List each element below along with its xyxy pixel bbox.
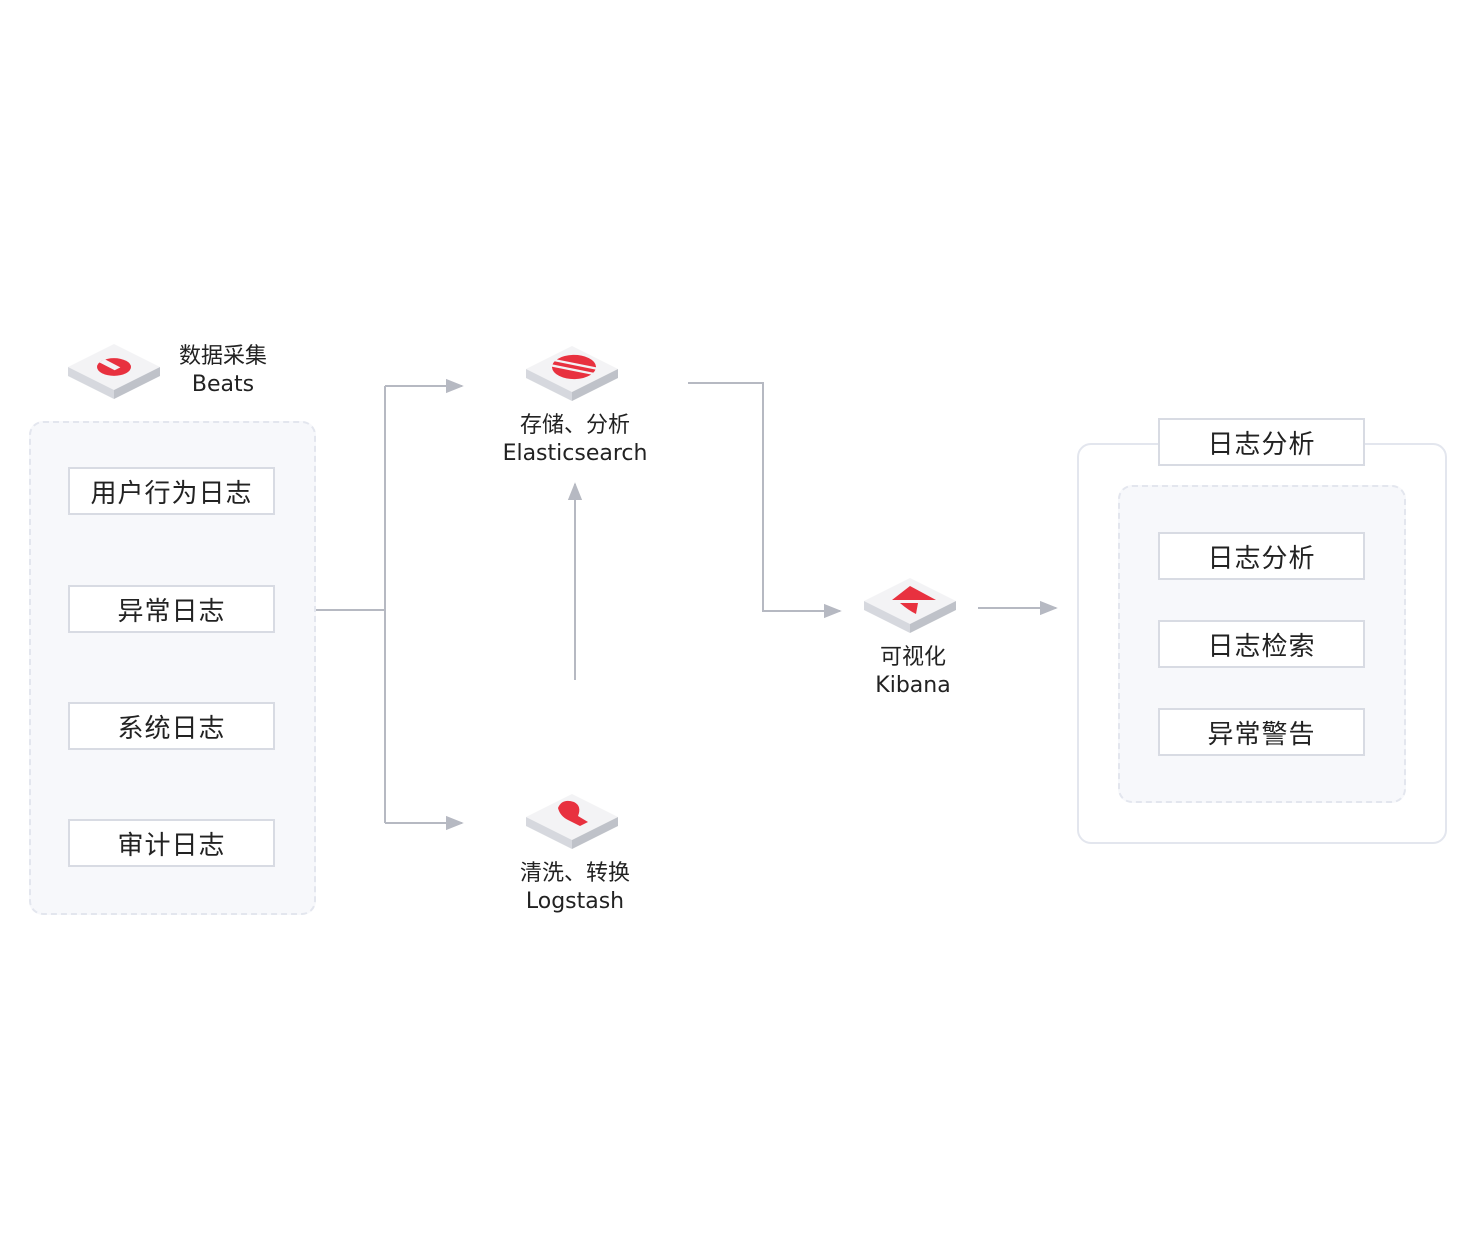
elasticsearch-title: 存储、分析 — [519, 413, 630, 438]
logstash-label: 清洗、转换 Logstash — [475, 860, 675, 916]
kibana-label: 可视化 Kibana — [843, 644, 983, 700]
beats-product: Beats — [191, 372, 255, 397]
elasticsearch-product: Elasticsearch — [502, 441, 648, 466]
output-log-search: 日志检索 — [1158, 620, 1365, 668]
logstash-title: 清洗、转换 — [519, 861, 630, 886]
log-analysis-panel-title: 日志分析 — [1158, 418, 1365, 466]
kibana-logo-icon — [864, 578, 956, 633]
kibana-product: Kibana — [875, 673, 951, 698]
arrow-elasticsearch-to-kibana — [688, 382, 842, 619]
logstash-logo-icon — [526, 794, 618, 849]
source-exception-log: 异常日志 — [68, 585, 275, 633]
kibana-node — [860, 574, 960, 636]
beats-logo-icon — [68, 344, 160, 399]
elasticsearch-label: 存储、分析 Elasticsearch — [475, 412, 675, 468]
logstash-node — [522, 790, 622, 852]
elasticsearch-node — [522, 342, 622, 404]
beats-title: 数据采集 — [178, 344, 267, 369]
elasticsearch-logo-icon — [526, 346, 618, 401]
beats-node — [64, 340, 164, 402]
output-log-analysis: 日志分析 — [1158, 532, 1365, 580]
beats-label: 数据采集 Beats — [168, 343, 278, 399]
logstash-product: Logstash — [525, 889, 625, 914]
source-audit-log: 审计日志 — [68, 819, 275, 867]
kibana-title: 可视化 — [879, 645, 946, 670]
source-system-log: 系统日志 — [68, 702, 275, 750]
source-user-behavior-log: 用户行为日志 — [68, 467, 275, 515]
output-exception-alert: 异常警告 — [1158, 708, 1365, 756]
